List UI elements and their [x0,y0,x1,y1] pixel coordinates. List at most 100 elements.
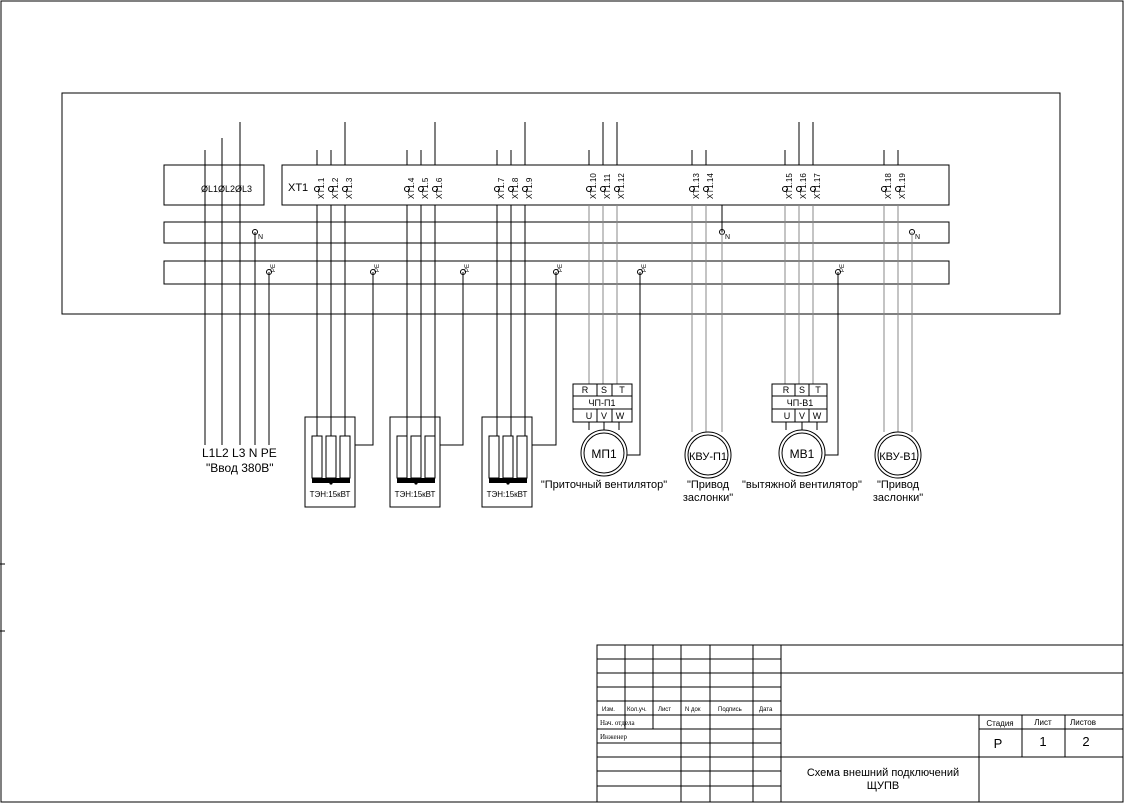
terminal-block-box [281,164,950,206]
heater-element [502,435,514,479]
terminal-block-label: XT1 [288,182,308,194]
heater-element [396,435,408,479]
tb-stage-value: Р [994,736,1003,751]
terminal-label: XT1.17 [813,173,822,199]
heater: ТЭН:15кВТ [389,416,441,508]
wire [355,272,374,446]
tb-sheets-label: Листов [1070,718,1096,727]
terminal-label: XT1.13 [692,173,701,199]
vfd-terminal-v: V [601,411,607,421]
pe-tap-label: PE [642,264,648,272]
tb-sheet-value: 1 [1039,734,1046,749]
vfd-terminal-s: S [799,385,805,395]
heater-element [488,435,500,479]
vfd-name: ЧП-П1 [589,398,616,408]
motor-caption: "Приточный вентилятор" [541,479,667,491]
heater-element [339,435,351,479]
vfd-terminal-u: U [784,411,791,421]
wire [627,272,641,456]
heater-frame [481,416,533,508]
n-tap-label: N [258,234,263,241]
heater-label: ТЭН:15кВТ [395,490,436,499]
terminal-label: XT1.19 [898,173,907,199]
wire [397,478,435,483]
terminal-label: XT1.3 [345,177,354,199]
vfd-terminal-w: W [616,411,625,421]
motor-label: МП1 [591,447,617,461]
actuator-kvu-p1: КВУ-П1 [684,431,732,479]
actuator-label: КВУ-В1 [879,451,917,463]
tb-header-ndok: N док [685,707,701,713]
terminal-circle [895,186,901,192]
terminal-label: XT1.8 [511,177,520,199]
pe-tap-label: PE [271,264,277,272]
terminal-label: XT1.5 [421,177,430,199]
wire [312,478,350,483]
heater-star-point [414,481,418,485]
vfd-terminal-t: T [815,385,821,395]
terminal-label: XT1.9 [525,177,534,199]
terminal-label: XT1.1 [317,177,326,199]
wire [825,272,839,456]
tb-header-data: Дата [759,707,773,713]
actuator-caption: заслонки" [873,492,923,504]
terminal-circle [586,186,592,192]
terminal-label: XT1.16 [799,173,808,199]
heater-element [325,435,337,479]
terminal-label: XT1.7 [497,177,506,199]
heater-element [311,435,323,479]
terminal-label: XT1.10 [589,173,598,199]
terminal-circle [508,186,514,192]
heater-element [516,435,528,479]
terminal-circle [782,186,788,192]
vfd-v1: R S T ЧП-В1 U V W [771,383,828,423]
vfd-terminal-r: R [582,385,589,395]
vfd-terminal-t: T [619,385,625,395]
heater-star-point [506,481,510,485]
terminal-label: XT1.18 [884,173,893,199]
tb-header-podpis: Подпись [718,707,742,713]
n-bus-taps [252,229,915,235]
heater-frame [304,416,356,508]
terminal-circle [404,186,410,192]
heater-label: ТЭН:15кВТ [310,490,351,499]
terminal-circle [810,186,816,192]
terminal-circle [418,186,424,192]
terminal-circle [432,186,438,192]
terminal-label: XT1.4 [407,177,416,199]
tb-title-line1: Схема внешний подключений [807,767,959,779]
heater-element [410,435,422,479]
wire [489,478,527,483]
vfd-terminal-u: U [586,411,593,421]
wire [440,272,464,446]
tb-title-line2: ЩУПВ [867,780,900,792]
tb-sheet-label: Лист [1034,718,1052,727]
n-tap-label: N [725,234,730,241]
terminal-label: XT1.14 [706,173,715,199]
pe-tap-label: PE [840,264,846,272]
vfd-terminal-r: R [783,385,790,395]
terminal-circle [342,186,348,192]
heater: ТЭН:15кВТ [304,416,356,508]
tb-stage-label: Стадия [986,719,1013,728]
wiring [204,122,899,456]
tb-header-izm: Изм. [602,707,615,713]
title-block [596,644,1124,803]
pe-tap-label: PE [465,264,471,272]
heater-frame [389,416,441,508]
vfd-name: ЧП-В1 [787,398,813,408]
heaters: ТЭН:15кВТ ТЭН:15кВТ ТЭН:15кВТ [304,416,533,508]
tb-role-eng: Инженер [600,733,628,741]
motor-mv1: МВ1 [778,429,826,477]
control-wiring [588,205,913,432]
heater-label: ТЭН:15кВТ [487,490,528,499]
n-bus [163,221,950,244]
tb-role-nach: Нач. отдела [600,719,635,727]
motor-mp1: МП1 [580,429,628,477]
terminal-label: XT1.15 [785,173,794,199]
n-tap-label: N [915,234,920,241]
terminal-circle [881,186,887,192]
terminal-label: XT1.2 [331,177,340,199]
